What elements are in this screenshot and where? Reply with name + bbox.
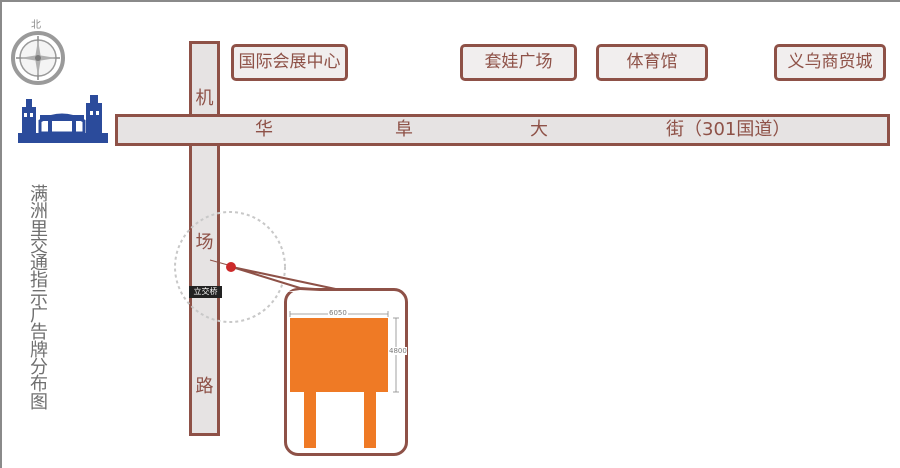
- location-marker-icon: [226, 262, 236, 272]
- huafu-street-char-3: 大: [530, 119, 548, 140]
- airport-road-char-3: 路: [195, 376, 214, 397]
- frame-border-left: [0, 0, 2, 468]
- huafu-street: [115, 114, 890, 146]
- interchange-label: 立交桥: [189, 286, 222, 298]
- billboard-leg-right: [364, 392, 376, 448]
- frame-border-top: [0, 0, 900, 2]
- landmark-gymnasium: 体育馆: [596, 44, 708, 81]
- landmark-exhibition-center: 国际会展中心: [231, 44, 348, 81]
- road-intersection: [192, 117, 217, 143]
- huafu-street-char-4: 街（301国道）: [666, 119, 791, 140]
- airport-road-char-2: 场: [195, 232, 214, 253]
- airport-road-char-1: 机: [195, 88, 214, 109]
- compass-icon: [11, 31, 65, 85]
- compass-north-label: 北: [31, 20, 41, 31]
- landmark-matryoshka-square: 套娃广场: [460, 44, 577, 81]
- city-logo-icon: [18, 95, 108, 143]
- billboard-width-label: 6050: [328, 309, 348, 317]
- huafu-street-char-2: 阜: [395, 119, 413, 140]
- billboard-height-label: 4800: [389, 347, 407, 355]
- huafu-street-char-1: 华: [255, 119, 273, 140]
- airport-road: [189, 41, 220, 436]
- landmark-yiwu-trade-city: 义乌商贸城: [774, 44, 886, 81]
- map-title: 满洲里交通指示广告牌分布图: [30, 184, 48, 413]
- billboard-diagram: [289, 311, 399, 448]
- billboard-panel: [290, 318, 388, 392]
- billboard-leg-left: [304, 392, 316, 448]
